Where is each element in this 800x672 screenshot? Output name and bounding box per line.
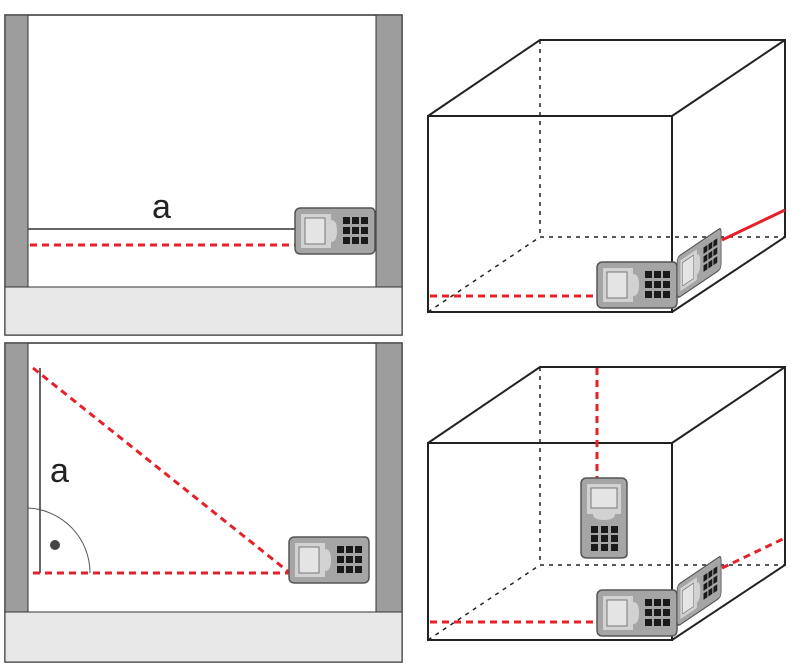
right-angle-arc bbox=[27, 507, 91, 574]
laser-meter-device-vertical bbox=[580, 477, 628, 559]
panel-height-angle: a bbox=[4, 342, 403, 663]
laser-meter-device bbox=[596, 261, 678, 309]
laser-meter-device-side bbox=[676, 226, 722, 300]
laser-meter-device bbox=[288, 536, 370, 584]
laser-meter-device bbox=[294, 207, 376, 255]
right-wall bbox=[375, 342, 403, 613]
left-wall bbox=[4, 342, 29, 613]
floor bbox=[4, 611, 403, 663]
panel-wall-length: a bbox=[4, 14, 403, 336]
panel-box-vertical bbox=[427, 366, 786, 641]
floor bbox=[4, 286, 403, 336]
laser-beam-side bbox=[721, 536, 786, 570]
left-wall bbox=[4, 14, 29, 288]
laser-meter-device bbox=[596, 589, 678, 637]
distance-label: a bbox=[152, 188, 171, 226]
height-label: a bbox=[50, 452, 69, 490]
right-angle-dot bbox=[50, 540, 60, 550]
laser-beam-diagonal bbox=[32, 366, 291, 575]
laser-meter-device-side bbox=[676, 554, 722, 628]
laser-beam-side bbox=[721, 208, 786, 242]
right-wall bbox=[375, 14, 403, 288]
panel-box-floor bbox=[427, 39, 786, 313]
